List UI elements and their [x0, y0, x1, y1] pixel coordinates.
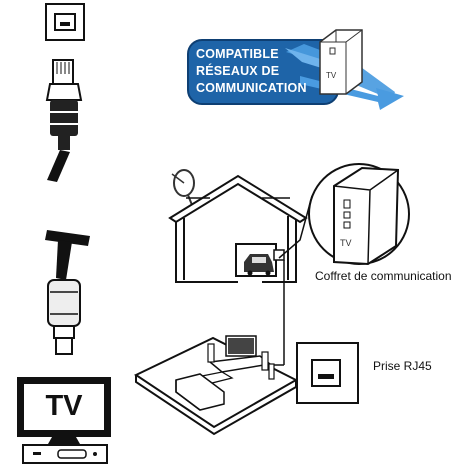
tv-screen-text: TV	[45, 390, 83, 422]
banner-line-1: COMPATIBLE	[196, 47, 279, 61]
large-box-tv-label: TV	[340, 238, 352, 248]
ethernet-plug-icon	[45, 59, 83, 182]
hdmi-plug-icon	[45, 230, 90, 355]
mini-box-tv-label: TV	[326, 71, 337, 80]
rj45-socket-icon-right	[296, 342, 359, 404]
banner-line-2: RÉSEAUX DE	[196, 64, 280, 78]
compatibility-banner	[187, 29, 404, 110]
tv-icon	[17, 377, 111, 444]
coffret-label: Coffret de communication	[315, 269, 452, 283]
communication-box-icon	[308, 163, 410, 266]
compatibility-banner-text: COMPATIBLE RÉSEAUX DE COMMUNICATION	[196, 46, 331, 97]
banner-line-3: COMMUNICATION	[196, 81, 307, 95]
set-top-box-icon	[22, 444, 108, 464]
prise-label: Prise RJ45	[373, 359, 432, 373]
satellite-dish-icon	[171, 169, 195, 206]
living-room	[133, 335, 299, 436]
rj45-socket-icon-top	[45, 3, 85, 41]
car-icon	[244, 254, 274, 276]
